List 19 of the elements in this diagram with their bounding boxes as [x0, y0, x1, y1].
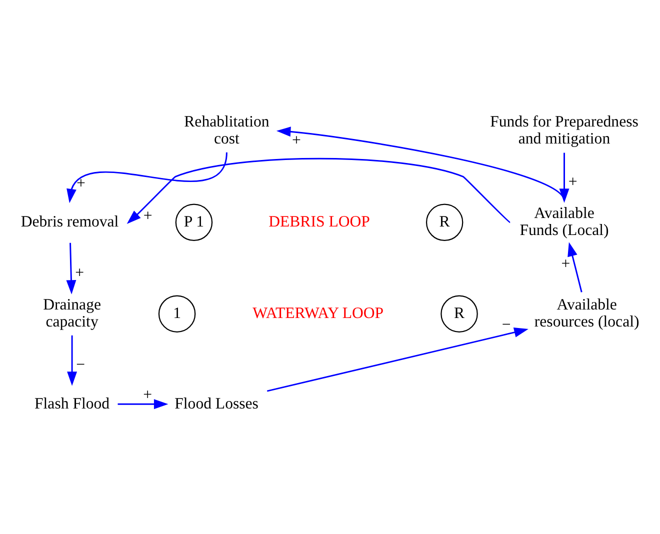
edge-label: + [292, 132, 301, 149]
node-text: Flood Losses [174, 395, 258, 412]
label: WATERWAY LOOP [252, 305, 384, 322]
edge-label: + [75, 264, 84, 282]
label: DEBRIS LOOP [268, 214, 370, 231]
edge-label: − [502, 316, 511, 334]
node-text: Rehablitation cost [184, 114, 270, 148]
edge-label: − [76, 356, 86, 374]
node-text: Available resources (local) [534, 296, 640, 330]
edge-label: + [143, 208, 152, 225]
node-text: Funds for Preparedness and mitigation [490, 114, 638, 148]
node-text: Flash Flood [34, 395, 110, 412]
edge-label: + [561, 255, 570, 272]
node-text: Drainage capacity [43, 296, 101, 330]
edge-label: + [568, 173, 578, 190]
edge-label: + [143, 386, 152, 404]
edge-label: + [76, 175, 86, 192]
node-text: Debris removal [20, 214, 119, 231]
node-text: Available Funds (Local) [520, 205, 609, 240]
